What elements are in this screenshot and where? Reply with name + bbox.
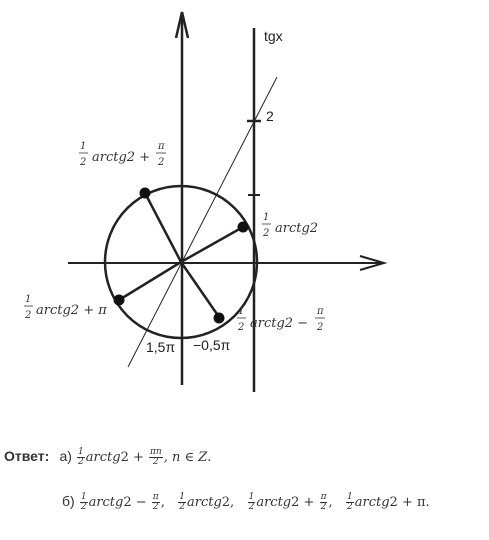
svg-text:2: 2 — [262, 228, 269, 239]
radius-bottom-right — [179, 261, 221, 318]
point-top-left — [139, 187, 151, 199]
answer-title: Ответ: — [4, 448, 50, 464]
svg-text:1: 1 — [238, 306, 244, 317]
angle-label-1-5pi: 1,5π — [146, 339, 175, 355]
point-right — [237, 221, 249, 233]
answer-a-prefix: а) — [59, 448, 72, 464]
label-right: 1 2 arctg2 — [262, 212, 318, 239]
svg-text:π: π — [316, 306, 324, 317]
point-bottom-right — [213, 312, 225, 324]
y-axis-arrow-icon — [174, 11, 190, 39]
label-bottom-right: 1 2 arctg2 − π 2 — [237, 306, 325, 333]
svg-text:1: 1 — [25, 294, 31, 305]
slope-line — [127, 76, 278, 368]
angle-label-minus-0-5pi: −0,5π — [193, 337, 231, 353]
label-left-bottom: 1 2 arctg2 + π — [24, 294, 107, 321]
svg-text:1: 1 — [263, 212, 269, 223]
svg-text:arctg2 +: arctg2 + — [92, 150, 150, 165]
radius-right — [180, 225, 244, 264]
svg-text:arctg2 + π: arctg2 + π — [36, 303, 107, 318]
point-bottom-left — [113, 294, 125, 306]
svg-text:arctg2: arctg2 — [275, 221, 318, 236]
label-top-left: 1 2 arctg2 + π 2 — [79, 141, 166, 168]
answer-b-prefix: б) — [62, 493, 75, 509]
svg-text:arctg2 −: arctg2 − — [250, 316, 308, 331]
svg-text:2: 2 — [24, 310, 31, 321]
svg-text:2: 2 — [237, 322, 244, 333]
x-axis-arrow-icon — [359, 255, 388, 271]
unit-circle — [103, 184, 259, 340]
svg-text:2: 2 — [79, 157, 86, 168]
radius-top-left — [143, 192, 183, 263]
svg-text:1: 1 — [80, 141, 86, 152]
svg-text:2: 2 — [316, 322, 323, 333]
svg-text:2: 2 — [157, 157, 164, 168]
svg-text:π: π — [157, 141, 165, 152]
tg-axis-label: tgx — [264, 28, 283, 44]
tick-label-2: 2 — [266, 108, 274, 124]
radius-bottom-left — [118, 260, 182, 302]
